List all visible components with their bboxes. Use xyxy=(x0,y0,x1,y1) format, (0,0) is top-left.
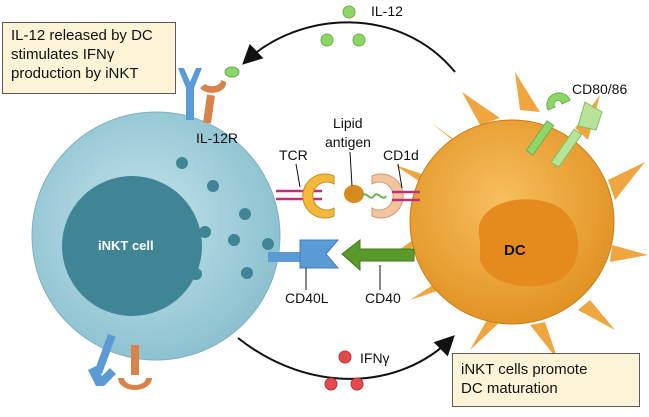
cd40l-label: CD40L xyxy=(285,290,329,306)
lipid-leader-line xyxy=(349,151,353,187)
ifng-label: IFNγ xyxy=(360,350,390,366)
tcr-label: TCR xyxy=(279,147,308,163)
callout-dc-maturation: iNKT cells promote DC maturation xyxy=(452,353,640,407)
dc-label: DC xyxy=(504,242,526,259)
cd40-receptor xyxy=(341,238,415,272)
inkt-cell-label: iNKT cell xyxy=(98,238,154,253)
il12-molecule xyxy=(342,5,356,19)
il12-molecule xyxy=(320,33,334,47)
ifng-molecule xyxy=(350,377,364,391)
il12-molecule xyxy=(352,33,366,47)
inkt-nucleus xyxy=(62,176,202,316)
lower-receptors xyxy=(88,333,152,390)
il12r-receptor xyxy=(178,66,240,124)
lipid-antigen xyxy=(344,185,364,203)
cd40-label: CD40 xyxy=(365,290,401,306)
lipid-tail xyxy=(361,193,387,199)
lipid-antigen-line1: Lipid xyxy=(333,115,363,131)
cd1d-label: CD1d xyxy=(383,147,419,163)
il12-arrow xyxy=(242,21,456,73)
lipid-antigen-line2: antigen xyxy=(325,134,371,150)
il12r-label: IL-12R xyxy=(196,130,238,146)
ifng-arrow xyxy=(237,335,455,380)
lipid-antigen-label: Lipid antigen xyxy=(325,115,371,150)
cd80-86-label: CD80/86 xyxy=(572,81,627,97)
tcr-complex xyxy=(276,173,335,219)
il12-label: IL-12 xyxy=(371,3,403,19)
dc-nucleus xyxy=(478,199,579,287)
ifng-molecule xyxy=(338,350,352,364)
ifng-molecule xyxy=(324,377,338,391)
tcr-leader-line xyxy=(295,163,301,188)
callout-il12-release: IL-12 released by DC stimulates IFNγ pro… xyxy=(2,22,176,94)
cd80-86-receptor xyxy=(525,92,603,168)
cd40l-receptor xyxy=(268,239,340,269)
cd1d-leader-line xyxy=(397,163,403,189)
granules xyxy=(176,157,274,280)
cd1d-molecule xyxy=(371,173,420,219)
